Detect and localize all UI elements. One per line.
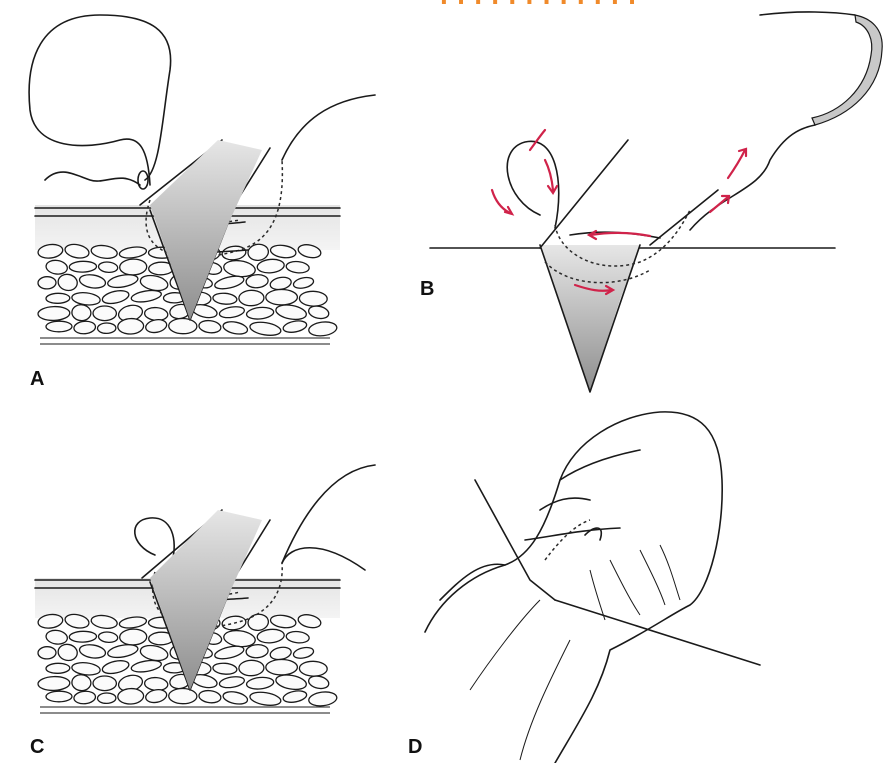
fat-lobule (71, 291, 101, 306)
fat-lobule (57, 643, 79, 662)
fat-lobule (249, 690, 282, 707)
fat-lobule (239, 660, 264, 676)
fat-lobule (69, 261, 96, 273)
fat-lobule (144, 677, 168, 692)
fat-lobule (38, 676, 70, 691)
fat-lobule (246, 676, 274, 690)
fat-lobule (214, 274, 245, 291)
fat-lobule (101, 288, 130, 305)
fat-lobule (269, 646, 292, 662)
fat-lobule (98, 261, 118, 273)
fat-lobule (198, 319, 221, 334)
fat-lobule (57, 273, 79, 292)
panel-label-b: B (420, 278, 434, 301)
limb-outline-d (425, 412, 722, 763)
fat-lobule (93, 306, 116, 321)
fat-lobule (71, 674, 91, 691)
fat-lobule (73, 690, 96, 704)
panel-b (430, 12, 882, 392)
fat-lobule (212, 662, 237, 675)
fat-lobule (275, 303, 308, 322)
fat-lobule (198, 689, 221, 704)
fat-lobule (93, 676, 116, 691)
fat-lobule (275, 673, 308, 692)
fat-lobule (308, 691, 338, 708)
fat-lobule (101, 658, 130, 675)
fat-lobule (79, 273, 107, 290)
panel-label-d: D (408, 736, 422, 759)
panel-label-a: A (30, 368, 44, 391)
fat-lobule (139, 273, 169, 292)
fat-lobule (219, 675, 246, 689)
fat-lobule (145, 318, 168, 334)
fat-lobule (73, 320, 96, 334)
fat-lobule (286, 261, 310, 274)
fat-lobule (45, 259, 68, 275)
fat-lobule (139, 643, 169, 662)
fat-lobule (38, 646, 56, 659)
fat-lobule (107, 273, 139, 290)
fat-lobule (79, 643, 107, 660)
fat-lobule (107, 643, 139, 660)
fat-lobule (299, 661, 327, 676)
fat-lobule (46, 663, 70, 674)
fat-lobule (282, 689, 307, 704)
panel-d (425, 412, 760, 763)
fat-lobule (239, 290, 264, 306)
fat-lobule (97, 323, 116, 334)
wound-b (540, 245, 640, 392)
fat-lobule (246, 306, 274, 320)
fat-lobule (117, 688, 144, 705)
fat-lobule (46, 293, 70, 304)
fat-lobule (222, 320, 249, 336)
panel-c (35, 465, 375, 713)
fat-lobule (307, 674, 329, 690)
fat-lobule (130, 289, 162, 304)
suture-loop-a (29, 15, 171, 185)
fat-lobule (266, 289, 298, 304)
panel-a (29, 15, 375, 344)
fat-lobule (71, 304, 91, 321)
fat-lobule (45, 629, 68, 645)
fat-lobule (38, 276, 56, 289)
fat-lobule (307, 304, 329, 320)
fat-lobule (71, 661, 101, 676)
fat-lobule (117, 318, 144, 335)
fat-lobule (169, 688, 197, 704)
fat-lobule (38, 306, 70, 321)
fat-lobule (212, 292, 237, 305)
fat-lobule (266, 659, 298, 674)
panel-label-c: C (30, 736, 44, 759)
fat-lobule (299, 291, 327, 306)
fat-lobule (222, 690, 249, 706)
fat-lobule (286, 631, 310, 644)
fat-lobule (292, 276, 314, 290)
header-fragment: · · · · · · · · · · · · (440, 0, 637, 18)
fat-lobule (144, 307, 168, 322)
fat-lobule (249, 320, 282, 337)
fat-lobule (219, 305, 246, 319)
fat-lobule (269, 276, 292, 292)
fat-lobule (214, 644, 245, 661)
fat-lobule (119, 259, 147, 276)
fat-lobule (69, 631, 96, 643)
fat-lobule (282, 319, 307, 334)
fat-lobule (46, 691, 72, 702)
fat-lobule (130, 659, 162, 674)
suture-loop-b (507, 141, 559, 228)
fat-lobule (169, 318, 197, 334)
needle-b (812, 15, 882, 125)
fat-lobule (98, 631, 118, 643)
fat-lobule (292, 646, 314, 660)
fat-lobule (145, 688, 168, 704)
fat-lobule (46, 321, 72, 332)
fat-lobule (308, 321, 338, 338)
fat-lobule (119, 629, 147, 646)
fat-lobule (97, 693, 116, 704)
